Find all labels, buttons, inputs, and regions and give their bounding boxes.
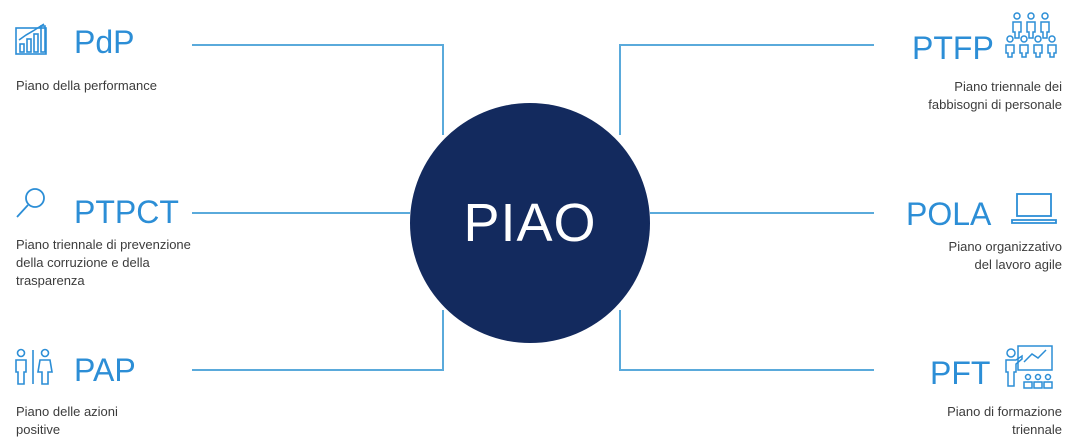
node-title-pap: PAP <box>74 352 136 388</box>
node-desc-pola: Piano organizzativo del lavoro agile <box>822 238 1062 274</box>
node-desc-ptfp: Piano triennale dei fabbisogni di person… <box>822 78 1062 114</box>
node-desc-ptpct: Piano triennale di prevenzione della cor… <box>16 236 256 290</box>
training-board-icon <box>1005 345 1053 389</box>
node-desc-pft: Piano di formazione triennale <box>822 403 1062 439</box>
connector-pft <box>619 310 874 371</box>
node-title-pft: PFT <box>930 355 991 391</box>
connector-ptfp <box>619 44 874 135</box>
desc-line: positive <box>16 422 61 437</box>
desc-line: Piano delle azioni <box>16 404 118 419</box>
node-title-ptfp: PTFP <box>912 30 994 66</box>
desc-line: del lavoro agile <box>974 257 1062 272</box>
desc-line: Piano triennale dei <box>954 79 1062 94</box>
piao-center-circle: PIAO <box>410 103 650 343</box>
center-label: PIAO <box>463 193 597 253</box>
node-title-ptpct: PTPCT <box>74 194 179 230</box>
desc-line: Piano della performance <box>16 78 157 93</box>
magnifier-icon <box>16 188 45 218</box>
desc-line: Piano organizzativo <box>948 239 1062 254</box>
desc-line: della corruzione e della <box>16 255 150 270</box>
desc-line: Piano di formazione <box>947 404 1062 419</box>
node-title-pola: POLA <box>906 196 992 232</box>
people-equality-icon <box>15 348 53 385</box>
group-people-icon <box>1005 12 1057 58</box>
node-desc-pap: Piano delle azioni positive <box>16 403 216 439</box>
laptop-icon <box>1011 193 1057 224</box>
desc-line: fabbisogni di personale <box>928 97 1062 112</box>
node-desc-pdp: Piano della performance <box>16 77 246 95</box>
node-title-pdp: PdP <box>74 24 135 60</box>
desc-line: triennale <box>1012 422 1062 437</box>
connector-pap <box>192 310 444 371</box>
desc-line: trasparenza <box>16 273 85 288</box>
desc-line: Piano triennale di prevenzione <box>16 237 191 252</box>
connector-pdp <box>192 44 444 135</box>
bar-chart-icon <box>15 23 47 55</box>
